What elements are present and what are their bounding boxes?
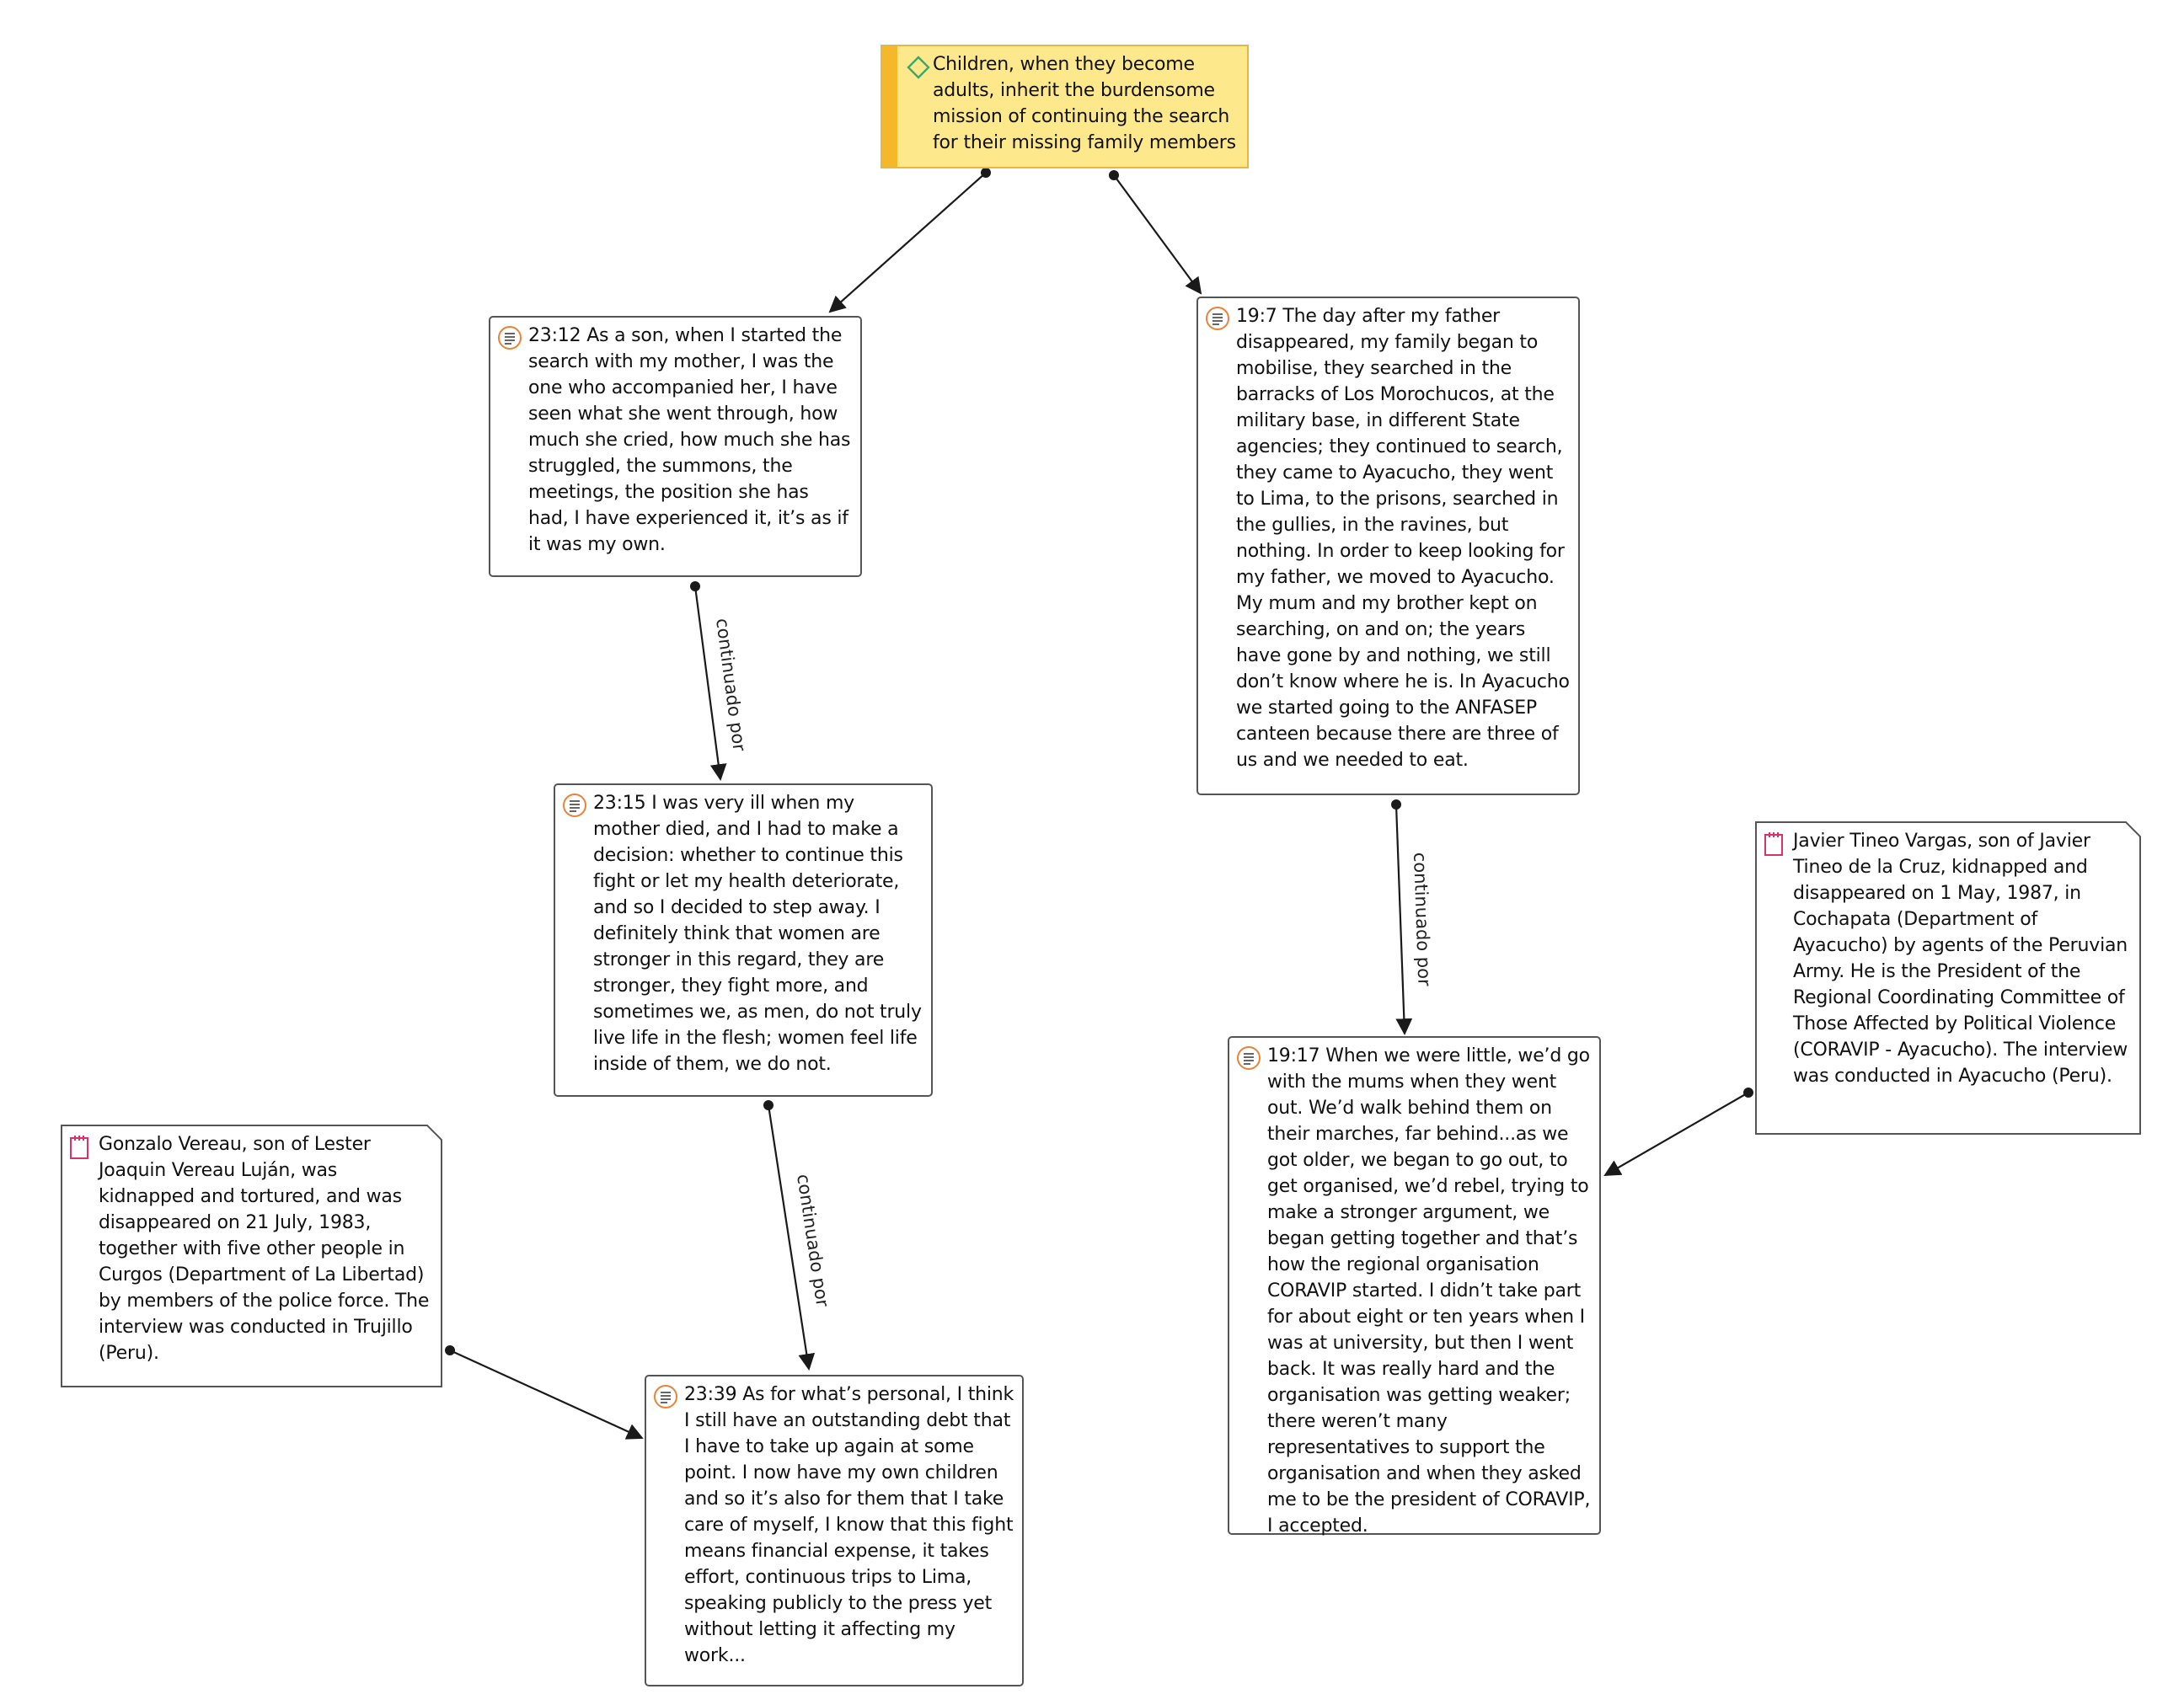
memo-icon [70, 1136, 88, 1159]
link-code-to-23-12[interactable] [828, 168, 991, 313]
code-text: Children, when they become adults, inher… [933, 54, 1236, 153]
memo-gonzalo[interactable]: Gonzalo Vereau, son of Lester Joaquin Ve… [61, 1125, 442, 1387]
quotation-icon [563, 794, 586, 817]
quote-19-17[interactable]: 19:17 When we were little, we’d go with … [1228, 1036, 1601, 1537]
link-19-7-to-19-17[interactable]: continuado por [1391, 799, 1435, 1035]
link-label-2: continuado por [793, 1173, 832, 1308]
link-23-15-to-23-39[interactable]: continuado por [763, 1100, 832, 1371]
quotation-icon [1206, 307, 1229, 330]
link-label-1: continuado por [712, 617, 750, 753]
code-node[interactable]: Children, when they become adults, inher… [881, 45, 1249, 168]
quote-23-15[interactable]: 23:15 I was very ill when my mother died… [554, 783, 933, 1097]
memo-frame [1755, 821, 2141, 1135]
memo-frame [61, 1125, 442, 1387]
code-stripe [882, 46, 897, 167]
memo-text: Javier Tineo Vargas, son of Javier Tineo… [1793, 831, 2128, 1087]
quotation-icon [654, 1385, 677, 1408]
quote-23-39[interactable]: 23:39 As for what’s personal, I think I … [645, 1375, 1024, 1686]
link-code-to-19-7[interactable] [1109, 170, 1202, 295]
quotation-icon [1237, 1046, 1261, 1070]
link-javier-memo-to-19-17[interactable] [1603, 1088, 1753, 1176]
quote-text: 19:7 The day after my father disappeared… [1236, 306, 1570, 771]
diamond-icon [907, 56, 930, 79]
link-gonzalo-memo-to-23-39[interactable] [445, 1345, 644, 1440]
quote-text: 23:15 I was very ill when my mother died… [593, 793, 922, 1075]
link-label-3: continuado por [1410, 852, 1435, 986]
quote-text: 23:39 As for what’s personal, I think I … [684, 1384, 1014, 1666]
quotation-icon [498, 326, 522, 350]
memo-javier[interactable]: Javier Tineo Vargas, son of Javier Tineo… [1755, 821, 2141, 1135]
quote-19-7[interactable]: 19:7 The day after my father disappeared… [1196, 297, 1580, 795]
memo-text: Gonzalo Vereau, son of Lester Joaquin Ve… [99, 1134, 430, 1364]
link-23-12-to-23-15[interactable]: continuado por [690, 581, 750, 781]
memo-icon [1764, 832, 1783, 856]
quote-23-12[interactable]: 23:12 As a son, when I started the searc… [489, 316, 862, 577]
quote-text: 23:12 As a son, when I started the searc… [528, 325, 851, 555]
quote-text: 19:17 When we were little, we’d go with … [1267, 1045, 1591, 1537]
